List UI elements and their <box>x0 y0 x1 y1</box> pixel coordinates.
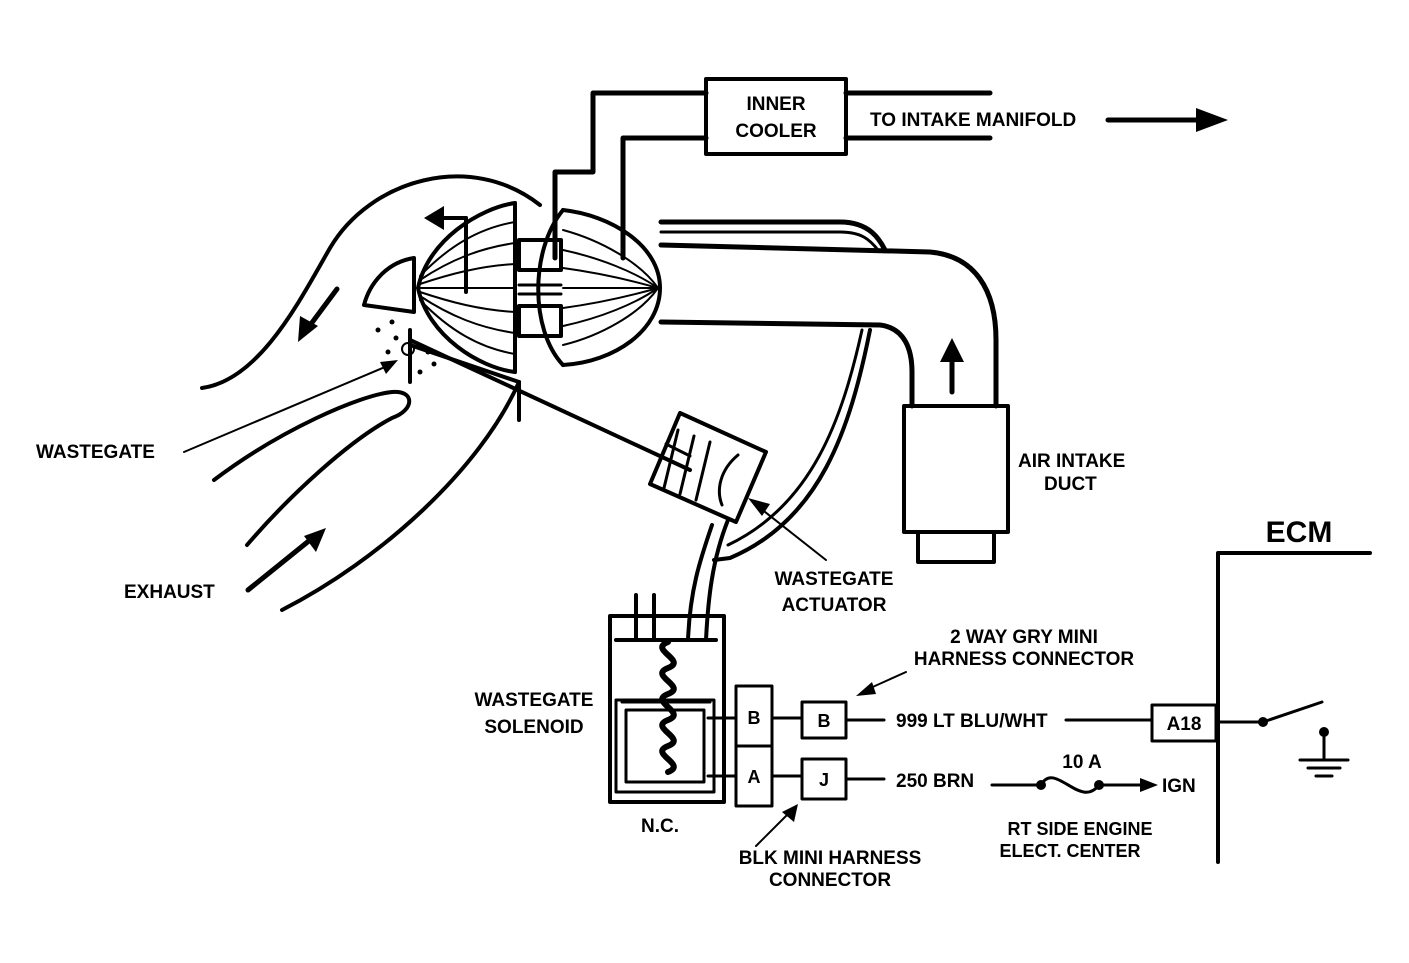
air-intake-label: AIR INTAKE <box>1018 451 1125 472</box>
blk-connector-label: CONNECTOR <box>769 870 891 891</box>
wiring <box>844 718 1158 794</box>
gry-connector-label: HARNESS CONNECTOR <box>914 649 1135 670</box>
wastegate-label: WASTEGATE <box>36 442 155 463</box>
inner-cooler-label: INNER <box>746 94 805 115</box>
intake-tube <box>658 219 999 409</box>
intake-manifold-arrow <box>1105 108 1228 132</box>
connector-pointers <box>755 671 907 847</box>
wire-250-label: 250 BRN <box>896 771 974 792</box>
inner-cooler <box>704 77 848 156</box>
pin-a18-label: A18 <box>1167 714 1202 735</box>
actuator-label: ACTUATOR <box>782 595 887 616</box>
actuator-label: WASTEGATE <box>775 569 894 590</box>
pin-b-connector-label: B <box>818 711 831 731</box>
solenoid-connector <box>734 684 848 808</box>
solenoid-label: WASTEGATE <box>475 690 594 711</box>
pin-j-connector-label: J <box>819 770 829 790</box>
air-intake-duct <box>902 404 1010 564</box>
pin-b-solenoid-label: B <box>748 708 761 728</box>
actuator-pointer <box>748 498 827 561</box>
fuse-element <box>1039 776 1101 794</box>
cooler-piping <box>552 90 993 261</box>
wastegate-pointer <box>183 360 398 453</box>
blk-connector-label: BLK MINI HARNESS <box>739 848 922 869</box>
exhaust-housing <box>200 174 542 612</box>
ecm-label: ECM <box>1266 516 1333 549</box>
vacuum-hoses <box>686 328 872 642</box>
compressor-wheel <box>536 208 662 367</box>
wire-999-label: 999 LT BLU/WHT <box>896 711 1048 732</box>
turbine-wheel <box>416 201 517 374</box>
solenoid-label: SOLENOID <box>484 717 583 738</box>
fuse-label: 10 A <box>1062 752 1102 773</box>
wastegate-actuator <box>408 338 768 524</box>
rt-side-label: ELECT. CENTER <box>999 841 1140 861</box>
wastegate-solenoid <box>608 593 738 804</box>
exhaust-label: EXHAUST <box>124 582 215 603</box>
ign-label: IGN <box>1162 776 1196 797</box>
nc-label: N.C. <box>641 816 679 837</box>
inner-cooler-label: COOLER <box>735 121 817 142</box>
to-intake-label: TO INTAKE MANIFOLD <box>870 110 1076 131</box>
rt-side-label: RT SIDE ENGINE <box>1007 819 1152 839</box>
air-intake-label: DUCT <box>1044 474 1097 495</box>
ecm-switch <box>1261 700 1324 724</box>
pin-a-solenoid-label: A <box>748 767 761 787</box>
gry-connector-label: 2 WAY GRY MINI <box>950 627 1098 648</box>
ecm-box <box>1150 551 1372 864</box>
